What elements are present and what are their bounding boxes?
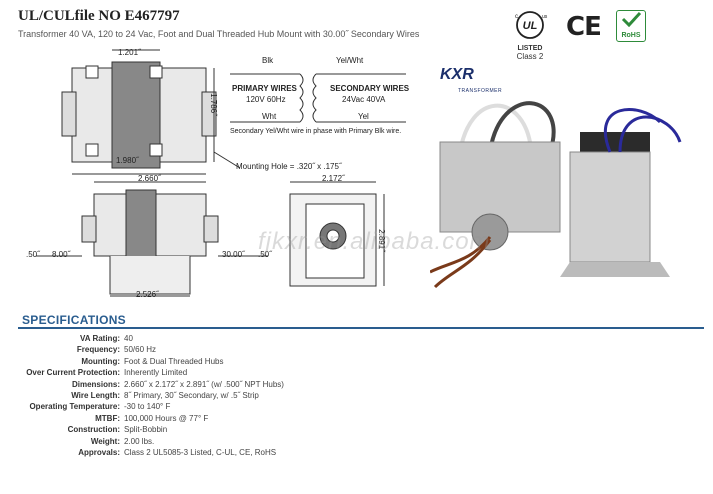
rohs-text: RoHS [621, 32, 641, 39]
wire-yelwht-label: Yel/Wht [336, 56, 364, 65]
spec-value: 100,000 Hours @ 77° F [124, 413, 209, 423]
brand-logo: KXR [440, 66, 474, 83]
svg-text:c: c [515, 14, 518, 20]
left-lead-long-dimension: 8.00˝ [52, 250, 71, 259]
spec-row: Construction: Split-Bobbin [0, 424, 713, 435]
ce-logo: CE [566, 12, 602, 42]
top-height-dimension: 1.786˝ [208, 93, 218, 116]
side-base-dimension: 2.526˝ [136, 290, 159, 299]
spec-label: Wire Length: [71, 391, 120, 400]
front-width-dimension: 2.172˝ [322, 174, 345, 183]
spec-row: Weight: 2.00 lbs. [0, 436, 713, 447]
side-width-dimension: 2.660˝ [138, 174, 161, 183]
spec-label: VA Rating: [80, 334, 120, 343]
specifications-divider [18, 327, 704, 329]
ul-listed-text: LISTED [517, 45, 543, 52]
right-lead-long-dimension: 30.00˝ [222, 250, 245, 259]
spec-value: Class 2 UL5085-3 Listed, C-UL, CE, RoHS [124, 448, 277, 457]
right-lead-short-dimension: .50˝ [258, 250, 272, 259]
spec-row: MTBF: 100,000 Hours @ 77° F [0, 413, 713, 424]
watermark: fjkxr.en.alibaba.com [258, 228, 491, 255]
technical-drawing [36, 49, 406, 297]
spec-value: 2.660˝ x 2.172˝ x 2.891˝ (w/ .500˝ NPT H… [124, 379, 284, 389]
wire-blk-label: Blk [262, 56, 274, 65]
primary-wires-spec: 120V 60Hz [246, 95, 286, 104]
spec-label: Approvals: [78, 448, 120, 457]
spec-row: Wire Length: 8˝ Primary, 30˝ Secondary, w… [0, 390, 713, 401]
secondary-wires-spec: 24Vac 40VA [342, 95, 386, 104]
phase-note: Secondary Yel/Wht wire in phase with Pri… [230, 128, 402, 135]
left-lead-short-dimension: .50˝ [26, 250, 40, 259]
ul-listed-logo: UL c us LISTED Class 2 [510, 10, 550, 61]
spec-row: Operating Temperature: -30 to 140° F [0, 401, 713, 412]
spec-row: Over Current Protection: Inherently Limit… [0, 367, 713, 378]
spec-value: 2.00 lbs. [124, 436, 155, 446]
spec-row: Approvals: Class 2 UL5085-3 Listed, C-UL,… [0, 447, 713, 458]
wire-wht-label: Wht [262, 112, 277, 121]
spec-row: VA Rating: 40 [0, 333, 713, 344]
spec-value: 40 [124, 334, 133, 343]
spec-label: Over Current Protection: [26, 368, 120, 378]
specifications-heading: SPECIFICATIONS [22, 313, 126, 327]
top-base-dimension: 1.980˝ [116, 156, 139, 165]
spec-value: Inherently Limited [124, 368, 188, 378]
spec-value: Foot & Dual Threaded Hubs [124, 356, 224, 366]
ul-class-text: Class 2 [516, 52, 544, 61]
mounting-hole-note: Mounting Hole = .320˝ x .175˝ [236, 162, 342, 171]
spec-label: Mounting: [81, 356, 120, 366]
wire-yel-label: Yel [358, 112, 369, 121]
top-width-dimension: 1.201˝ [118, 48, 141, 57]
page-subtitle: Transformer 40 VA, 120 to 24 Vac, Foot a… [18, 29, 420, 39]
spec-label: Dimensions: [71, 379, 120, 389]
spec-row: Dimensions: 2.660˝ x 2.172˝ x 2.891˝ (w/ … [0, 379, 713, 390]
primary-wires-title: PRIMARY WIRES [232, 84, 297, 93]
product-photo [430, 101, 682, 289]
rohs-logo: RoHS [616, 10, 646, 42]
spec-label: Weight: [90, 436, 120, 446]
spec-value: 50/60 Hz [124, 345, 157, 355]
spec-value: 8˝ Primary, 30˝ Secondary, w/ .5˝ Strip [124, 391, 259, 400]
spec-value: Split-Bobbin [124, 425, 168, 435]
page-title: UL/CULfile NO E467797 [18, 8, 180, 24]
secondary-wires-title: SECONDARY WIRES [330, 84, 410, 93]
spec-label: Operating Temperature: [29, 402, 120, 412]
spec-label: Frequency: [76, 345, 120, 355]
spec-label: Construction: [67, 425, 120, 435]
spec-value: -30 to 140° F [124, 402, 171, 412]
spec-label: MTBF: [95, 413, 120, 423]
spec-row: Frequency: 50/60 Hz [0, 344, 713, 355]
ul-mark-icon: UL c us [515, 11, 548, 39]
checkmark-icon [621, 11, 642, 28]
spec-row: Mounting: Foot & Dual Threaded Hubs [0, 356, 713, 367]
brand-logo-sub: TRANSFORMER [458, 88, 503, 94]
svg-text:UL: UL [523, 20, 538, 32]
svg-text:us: us [542, 14, 548, 20]
